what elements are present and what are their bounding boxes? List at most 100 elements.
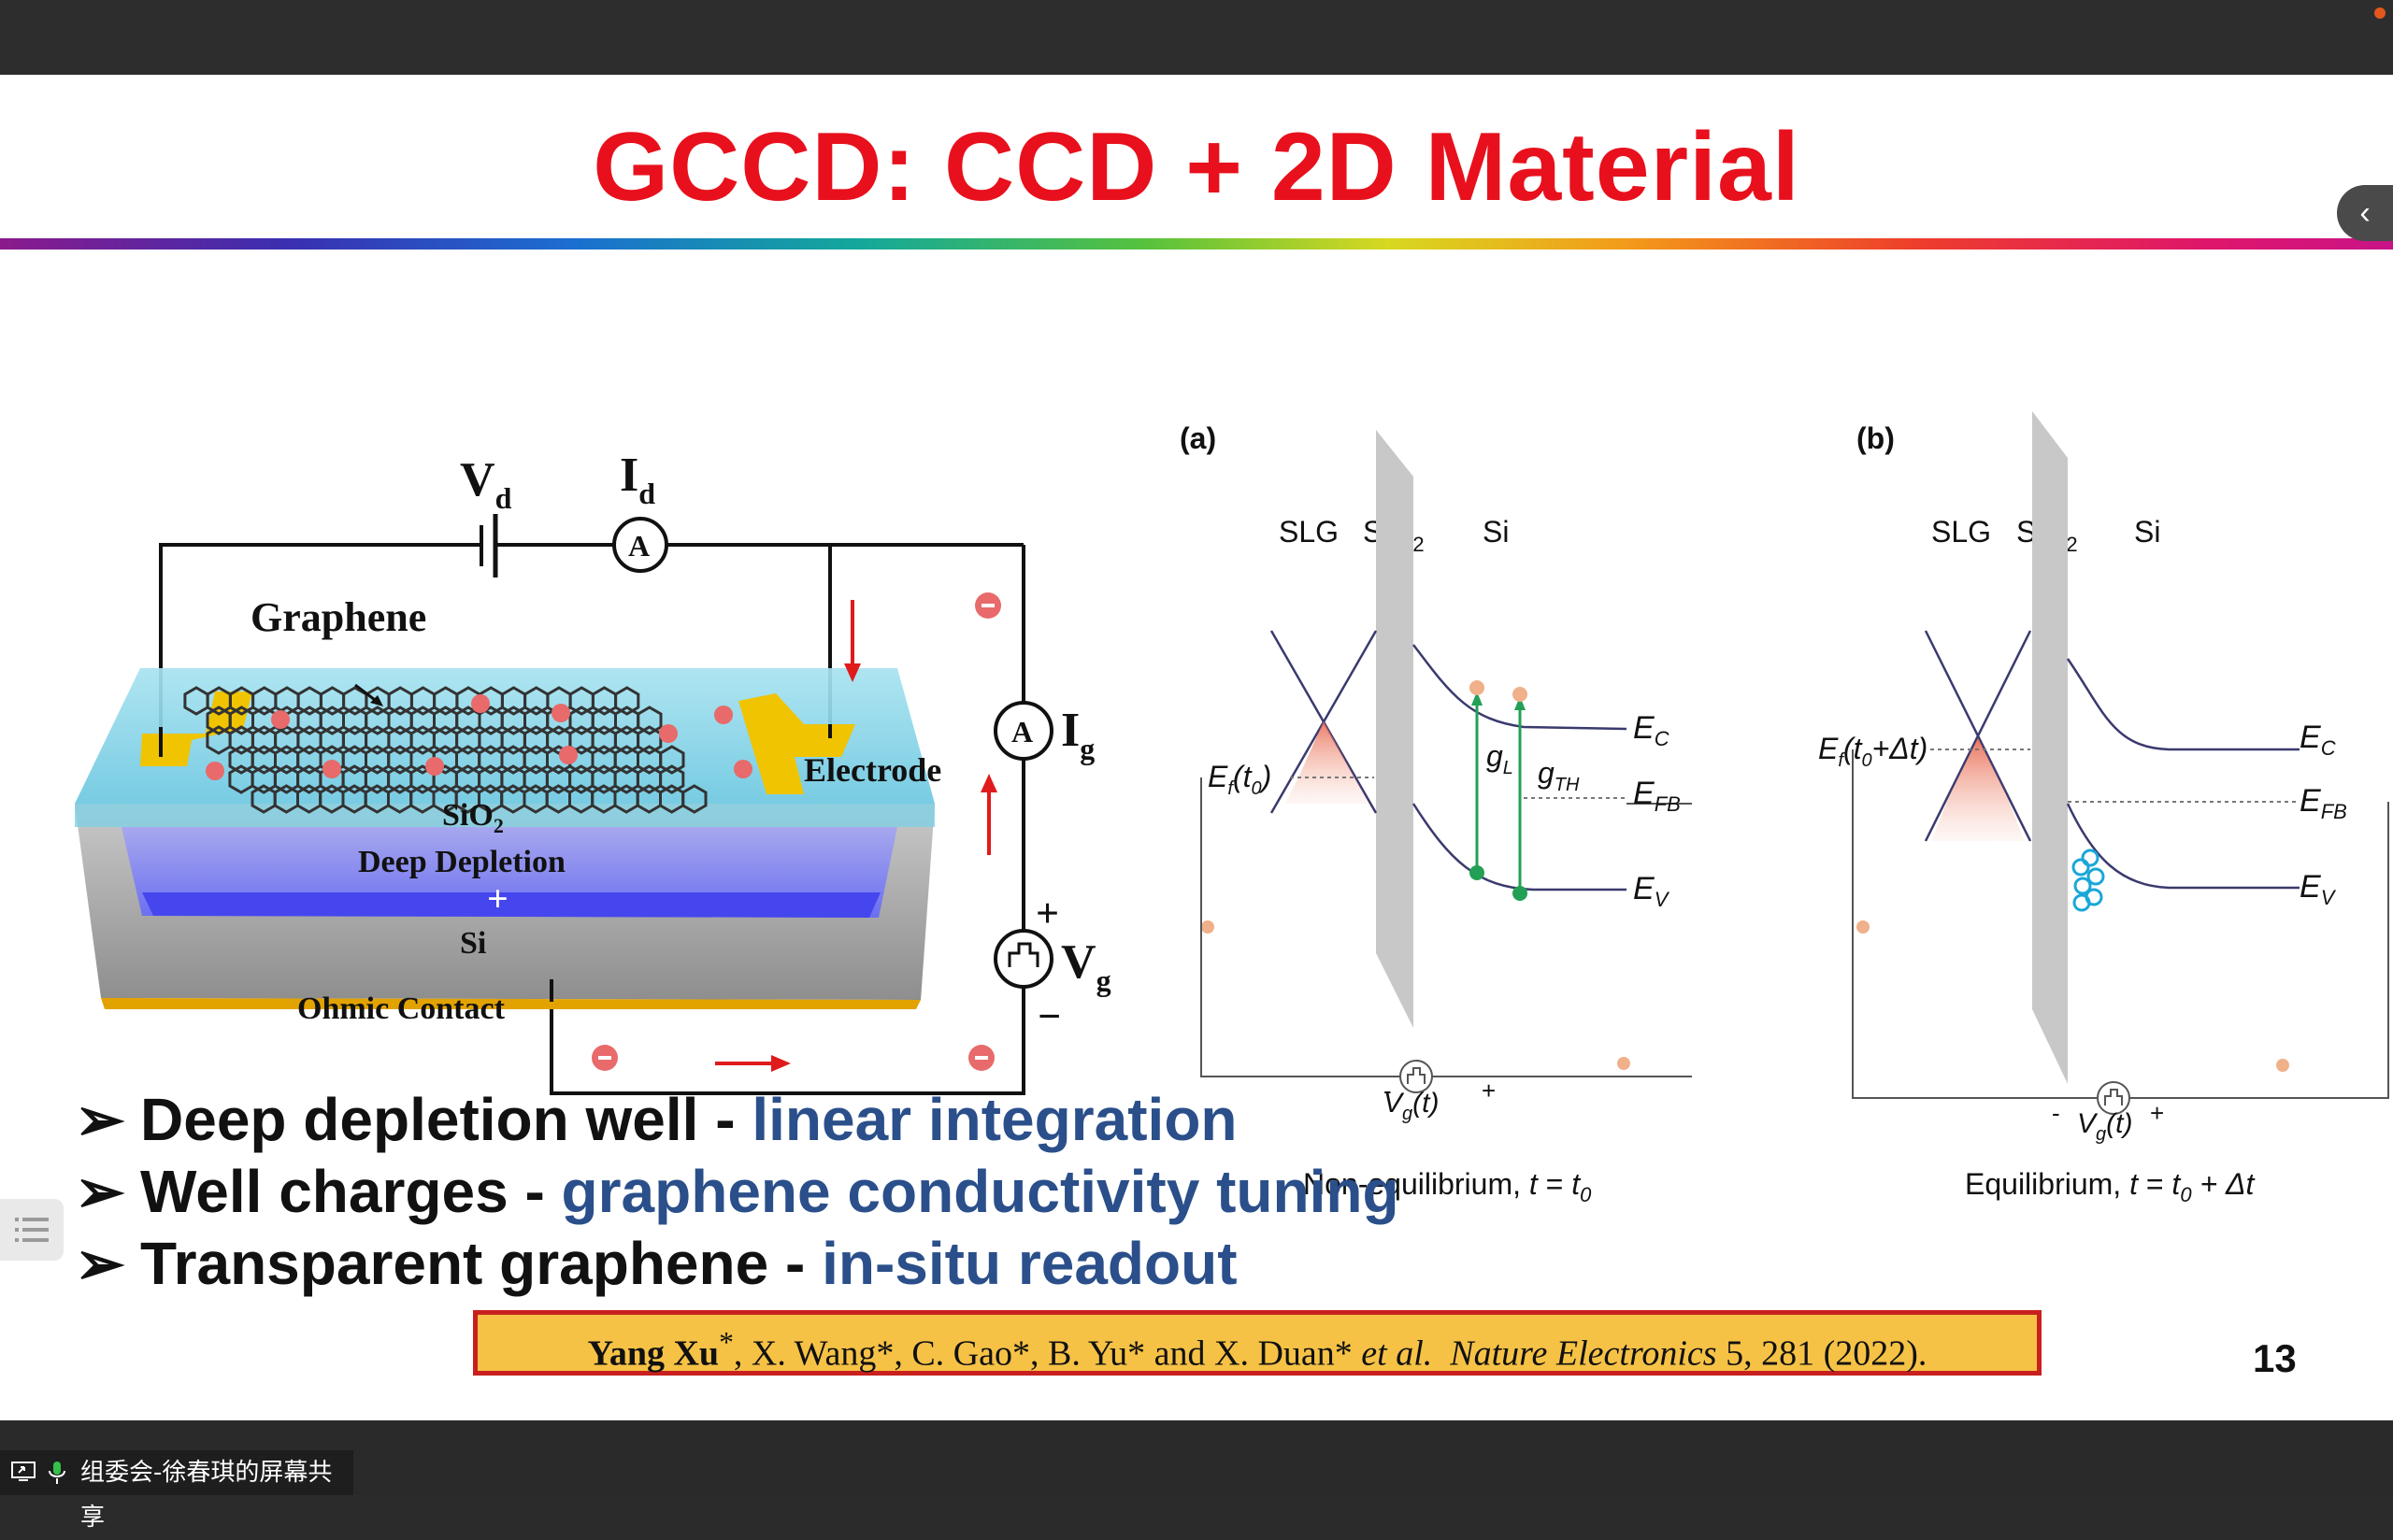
- panel-b-ef-subscript: f: [1838, 750, 1845, 771]
- panel-a-vg-arg: (t): [1412, 1088, 1439, 1119]
- slide-title: GCCD: CCD + 2D Material: [593, 113, 1800, 221]
- bullet-highlight: graphene conductivity tuning: [561, 1158, 1399, 1225]
- bullet-arrow-icon: ➢: [75, 1086, 125, 1153]
- sio2-subscript: 2: [494, 814, 504, 837]
- graphene-lattice: [183, 686, 708, 814]
- bullet-lead: Transparent graphene -: [140, 1230, 823, 1297]
- svg-text:Equilibrium, t = t0 + Δt: Equilibrium, t = t0 + Δt: [1965, 1167, 2256, 1206]
- citation-volume: 5, 281 (2022).: [1726, 1333, 1927, 1374]
- hexagon-cell: [614, 686, 640, 716]
- citation-main-author: Yang Xu: [587, 1333, 720, 1374]
- citation-etal: et al.: [1361, 1333, 1433, 1374]
- panel-a-label: (a): [1180, 421, 1216, 455]
- panel-a-gl-label: g: [1486, 739, 1503, 773]
- id-subscript: d: [638, 477, 655, 510]
- svg-text:SiO2: SiO2: [442, 798, 504, 837]
- svg-text:EFB: EFB: [2300, 783, 2347, 823]
- svg-text:Vg(t): Vg(t): [1383, 1088, 1439, 1124]
- panel-a-vg-label: V: [1383, 1088, 1405, 1119]
- deep-depletion-label: Deep Depletion: [358, 845, 566, 879]
- bullet-arrow-icon: ➢: [75, 1230, 125, 1297]
- svg-text:Ef(t0+Δt): Ef(t0+Δt): [1818, 732, 1927, 771]
- panel-a-gth-label: g: [1538, 756, 1555, 790]
- bullet-item: ➢Deep depletion well - linear integratio…: [75, 1084, 1399, 1156]
- panel-a-ec-subscript: C: [1655, 727, 1669, 750]
- panel-a-plus: +: [1482, 1077, 1496, 1105]
- si-label: Si: [460, 926, 486, 961]
- panel-b-caption: Equilibrium,: [1965, 1167, 2129, 1201]
- screen-share-icon: [11, 1462, 36, 1481]
- panel-a-minus: -: [1383, 1077, 1392, 1105]
- chevron-left-icon: ‹: [2359, 195, 2371, 231]
- citation-coauthors: , X. Wang*, C. Gao*, B. Yu* and X. Duan*: [733, 1333, 1362, 1374]
- page-number: 13: [2253, 1336, 2297, 1380]
- bullet-item: ➢Well charges - graphene conductivity tu…: [75, 1156, 1399, 1228]
- panel-a-caption: Non-equilibrium,: [1303, 1167, 1529, 1201]
- panel-a-slg-label: SLG: [1279, 515, 1339, 549]
- ig-label: I: [1061, 704, 1080, 757]
- panel-b-label: (b): [1856, 421, 1895, 455]
- svg-text:Ef(t0): Ef(t0): [1208, 760, 1271, 799]
- panel-b-efb-label: E: [2300, 783, 2321, 819]
- list-icon: [15, 1218, 49, 1242]
- bullet-lead: Well charges -: [140, 1158, 562, 1225]
- svg-text:EV: EV: [1633, 871, 1670, 911]
- bullet-item: ➢Transparent graphene - in-situ readout: [75, 1228, 1399, 1300]
- recording-indicator-icon: [2374, 7, 2386, 19]
- svg-text:EC: EC: [1633, 710, 1669, 750]
- panel-b-caption-tail: + Δt: [2192, 1167, 2256, 1201]
- hexagon-cell: [681, 784, 708, 814]
- panel-a-caption-t: t: [1529, 1167, 1539, 1201]
- ig-subscript: g: [1080, 732, 1095, 765]
- panel-b-slg-label: SLG: [1931, 515, 1991, 549]
- svg-text:Id: Id: [620, 449, 655, 510]
- svg-text:Non-equilibrium, t = t0: Non-equilibrium, t = t0: [1303, 1167, 1592, 1206]
- vg-minus-sign: −: [1038, 993, 1061, 1039]
- vg-subscript: g: [1096, 963, 1111, 997]
- rainbow-divider: [0, 238, 2393, 250]
- vd-subscript: d: [495, 481, 512, 515]
- svg-text:Vg: Vg: [1061, 935, 1111, 997]
- svg-text:EFB: EFB: [1633, 776, 1681, 816]
- panel-a-efb-label: E: [1633, 776, 1655, 811]
- outline-list-button[interactable]: [0, 1199, 64, 1261]
- panel-a-ec-label: E: [1633, 710, 1655, 746]
- svg-text:Vg(t): Vg(t): [2077, 1108, 2132, 1145]
- sio2-label: SiO: [442, 798, 494, 833]
- microphone-icon: [49, 1462, 65, 1484]
- panel-b-plus: +: [2150, 1099, 2164, 1127]
- panel-a-sio2-subscript: 2: [1412, 533, 1424, 556]
- panel-b-minus: -: [2052, 1099, 2060, 1127]
- screen-share-indicator[interactable]: 组委会-徐春琪的屏幕共享: [0, 1450, 353, 1532]
- panel-a-si-label: Si: [1483, 515, 1509, 549]
- panel-b-ef-arg: (t: [1843, 732, 1863, 765]
- bullet-highlight: linear integration: [752, 1086, 1238, 1153]
- hexagon-cell: [637, 706, 663, 735]
- top-toolbar: [0, 0, 2393, 75]
- panel-b-caption-t0: t: [2171, 1167, 2181, 1201]
- ohmic-contact-label: Ohmic Contact: [297, 991, 506, 1026]
- citation-box: Yang Xu*, X. Wang*, C. Gao*, B. Yu* and …: [473, 1310, 2042, 1376]
- collapse-panel-button[interactable]: ‹: [2337, 185, 2393, 241]
- device-schematic: Vd Id A A Ig Vg + − Graphene Electrode S…: [75, 449, 1111, 1095]
- panel-a-ef-arg: (t: [1233, 760, 1253, 793]
- bottom-toolbar: [0, 1420, 2393, 1495]
- vg-plus-sign: +: [1036, 891, 1059, 936]
- vd-label: V: [460, 453, 495, 506]
- panel-b-caption-t: t: [2129, 1167, 2139, 1201]
- band-diagram-b: (b) SLG SiO2 Si Ef(t0+Δt) EC EFB EV Vg(t…: [1818, 411, 2389, 1206]
- panel-a-gth-subscript: TH: [1555, 775, 1580, 795]
- panel-b-sio2-subscript: 2: [2066, 533, 2077, 556]
- panel-a-gl-subscript: L: [1503, 758, 1513, 778]
- panel-a-ef-close: ): [1258, 760, 1272, 793]
- panel-b-vg-arg: (t): [2106, 1108, 2132, 1139]
- panel-a-caption-t0: t: [1571, 1167, 1581, 1201]
- screen-share-label: 组委会-徐春琪的屏幕共享: [80, 1459, 333, 1532]
- panel-a-ev-label: E: [1633, 871, 1655, 906]
- svg-text:Ig: Ig: [1061, 704, 1095, 765]
- bullet-highlight: in-situ readout: [822, 1230, 1238, 1297]
- panel-b-ef-close: +Δt): [1872, 732, 1928, 765]
- ammeter-d-label: A: [628, 529, 650, 563]
- svg-text:Vd: Vd: [460, 453, 512, 515]
- panel-b-ec-label: E: [2300, 720, 2321, 755]
